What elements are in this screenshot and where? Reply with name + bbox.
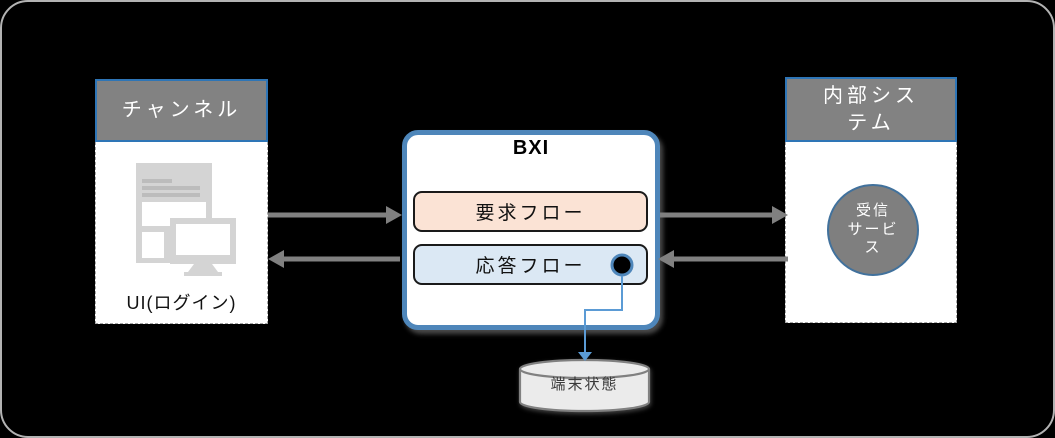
receive-service-line3: ス <box>864 239 882 257</box>
request-flow-box: 要求フロー <box>413 191 648 232</box>
receive-service-circle: 受信 サービ ス <box>827 184 919 276</box>
datastore-label: 端末状態 <box>550 376 619 393</box>
internal-system-header: 内部システム <box>785 77 957 142</box>
internal-system-title: 内部システム <box>823 84 919 134</box>
channel-box: チャンネル UI(ログイン) <box>95 79 268 324</box>
receive-service-line2: サービ <box>847 220 899 238</box>
arrow-channel-to-bxi <box>268 206 402 224</box>
channel-body: UI(ログイン) <box>95 142 268 324</box>
request-flow-label: 要求フロー <box>475 203 586 224</box>
channel-title: チャンネル <box>121 99 242 121</box>
arrow-bxi-to-internal <box>660 206 788 224</box>
channel-header: チャンネル <box>95 79 268 142</box>
response-flow-box: 応答フロー <box>413 244 648 285</box>
arrow-bxi-to-channel <box>268 250 400 268</box>
response-flow-label: 応答フロー <box>475 256 586 277</box>
bxi-title: BXI <box>512 137 550 159</box>
arrow-internal-to-bxi <box>658 250 788 268</box>
receive-service-line1: 受信 <box>855 201 890 219</box>
internal-system-box: 内部システム <box>785 77 957 323</box>
channel-device-label: UI(ログイン) <box>126 293 237 313</box>
devices-icon <box>126 160 238 283</box>
